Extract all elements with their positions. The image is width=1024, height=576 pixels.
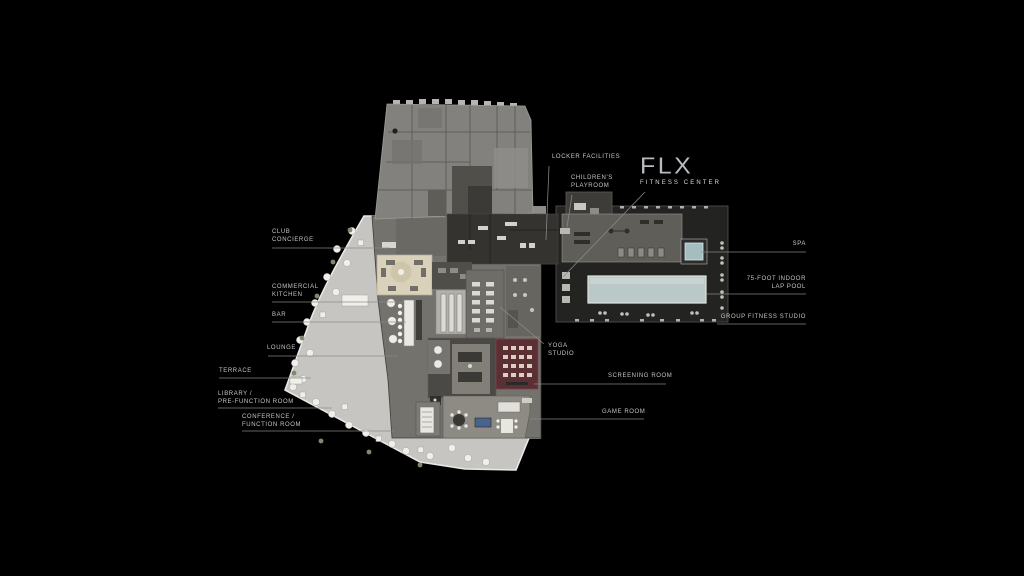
central-core-room xyxy=(427,337,497,405)
entry-hall xyxy=(396,218,446,256)
locker-shelves xyxy=(560,228,570,303)
flx-logo-text: FLX xyxy=(640,153,694,179)
spa-pool xyxy=(680,238,708,265)
label-lap-pool: 75-FOOT INDOOR LAP POOL xyxy=(746,276,806,290)
bar-counter xyxy=(386,298,422,347)
label-childrens-playroom: CHILDREN'S PLAYROOM xyxy=(571,175,613,189)
label-locker-facilities: LOCKER FACILITIES xyxy=(552,154,621,160)
label-library-prefunction: LIBRARY / PRE-FUNCTION ROOM xyxy=(218,391,294,405)
label-commercial-kitchen: COMMERCIAL KITCHEN xyxy=(272,284,319,298)
tower-column xyxy=(392,128,398,134)
east-room-furniture xyxy=(508,278,534,328)
gym-equipment xyxy=(574,220,663,244)
leader-childrens-playroom xyxy=(566,194,573,228)
residential-tower-floor xyxy=(374,99,534,220)
fitness-wing xyxy=(555,191,729,323)
planters xyxy=(291,227,423,468)
label-screening-room: SCREENING ROOM xyxy=(608,373,673,379)
label-yoga-studio: YOGA STUDIO xyxy=(548,343,575,357)
club-concierge-lounge xyxy=(376,242,433,296)
gym-room xyxy=(561,213,683,263)
leader-lines xyxy=(218,165,806,432)
star-tables xyxy=(386,298,398,344)
leader-flx xyxy=(562,191,646,278)
label-lounge: LOUNGE xyxy=(267,345,296,351)
label-spa: SPA xyxy=(792,241,806,247)
leader-locker-facilities xyxy=(545,165,550,241)
foosball-table xyxy=(497,401,521,413)
locker-facilities-room xyxy=(446,213,559,265)
yoga-studio-room xyxy=(465,269,505,339)
pool-loungers xyxy=(598,241,724,317)
label-conference-function: CONFERENCE / FUNCTION ROOM xyxy=(242,414,302,428)
treadmill-row xyxy=(617,247,665,258)
lap-pool xyxy=(587,275,707,304)
card-table xyxy=(501,419,513,433)
flx-fitness-center-logo: FLX FITNESS CENTER xyxy=(640,155,730,186)
terrace-furniture xyxy=(289,227,490,466)
concierge-desk xyxy=(382,242,396,248)
yoga-mats xyxy=(472,282,494,323)
flx-logo-subtitle: FITNESS CENTER xyxy=(640,180,722,186)
bar-stools xyxy=(397,303,403,344)
label-terrace: TERRACE xyxy=(219,368,252,374)
label-group-fitness-studio: GROUP FITNESS STUDIO xyxy=(720,314,806,320)
label-club-concierge: CLUB CONCIERGE xyxy=(272,229,314,243)
round-table xyxy=(453,414,465,426)
label-bar: BAR xyxy=(272,312,287,318)
label-game-room: GAME ROOM xyxy=(602,409,646,415)
screening-seats xyxy=(503,346,532,377)
game-room xyxy=(442,395,532,439)
dining-table xyxy=(341,294,369,307)
pool-table xyxy=(474,417,492,428)
screen xyxy=(506,382,528,385)
commercial-kitchen-room xyxy=(432,262,472,335)
screening-room xyxy=(495,338,539,390)
piano-room xyxy=(415,401,441,437)
leader-yoga-studio xyxy=(499,306,545,345)
wing-columns xyxy=(575,206,716,322)
